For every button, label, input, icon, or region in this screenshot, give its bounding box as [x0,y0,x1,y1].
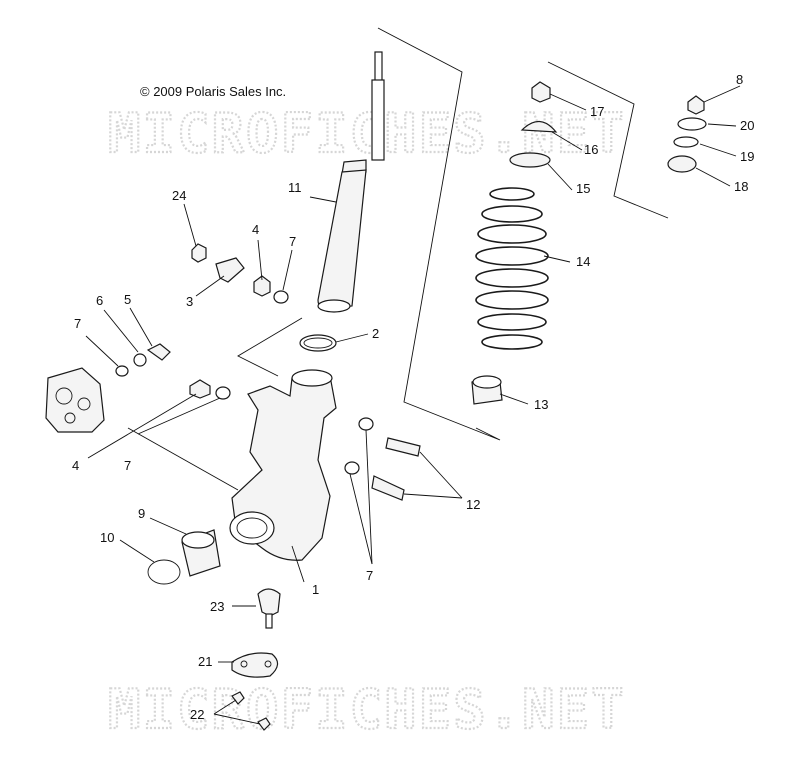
callout-4-top: 4 [252,222,259,237]
caliper-leader [127,427,239,491]
washer-20 [677,117,707,131]
lock-nut-17 [531,81,551,103]
washer-left [115,365,129,377]
banjo-bolt [146,343,171,361]
copyright-text: © 2009 Polaris Sales Inc. [140,84,286,99]
callout-17: 17 [590,104,604,119]
callout-23: 23 [210,599,224,614]
callout-13: 13 [534,397,548,412]
spring-seat-15 [509,152,551,168]
callout-2: 2 [372,326,379,341]
coil-spring [475,187,549,350]
callout-7-bottom: 7 [366,568,373,583]
callout-7-left: 7 [74,316,81,331]
bolt-upper [385,437,421,457]
callout-7-mid: 7 [124,458,131,473]
nut-8 [687,95,705,115]
knuckle-bracket [237,317,303,377]
callout-24: 24 [172,188,186,203]
top-mount-16 [520,120,558,133]
callout-12: 12 [466,497,480,512]
snap-ring [147,559,181,585]
washer-19 [673,136,699,148]
callout-7-top: 7 [289,234,296,249]
callout-3: 3 [186,294,193,309]
bolt-lower [371,475,405,501]
ball-joint [257,588,281,617]
leader-lines [85,85,741,725]
callout-4-bottom: 4 [72,458,79,473]
bushing-18 [667,155,697,173]
watermark-bottom: MICROFICHES.NET [108,678,626,741]
o-ring [299,334,337,352]
callout-21: 21 [198,654,212,669]
callout-11: 11 [288,180,302,195]
nut-24 [191,243,207,263]
callout-6: 6 [96,293,103,308]
steering-knuckle [229,369,337,561]
ball-joint-stud [265,613,273,629]
screw-lower [257,717,271,731]
callout-labels: 11 2 3 4 7 24 5 6 7 4 7 1 9 10 23 21 22 … [72,72,754,722]
bracket-3 [215,257,245,283]
callout-22: 22 [190,707,204,722]
callout-8: 8 [736,72,743,87]
callout-1: 1 [312,582,319,597]
callout-16: 16 [584,142,598,157]
washer-right-lower [344,461,360,475]
callout-14: 14 [576,254,590,269]
callout-18: 18 [734,179,748,194]
top-mount-bracket [547,61,669,219]
shock-absorber [317,51,385,313]
callout-19: 19 [740,149,754,164]
callout-10: 10 [100,530,114,545]
callout-5: 5 [124,292,131,307]
washer-mid [215,386,231,400]
callout-9: 9 [138,506,145,521]
lock-washer [133,353,147,367]
washer-right-upper [358,417,374,431]
callout-15: 15 [576,181,590,196]
ball-joint-plate [231,652,279,678]
watermark-top: MICROFICHES.NET [108,102,626,165]
washer-7 [273,290,289,304]
screw-upper [231,691,245,705]
nut-mid [189,379,211,399]
brake-caliper [45,367,105,433]
shock-assembly-bracket [377,27,501,441]
callout-20: 20 [740,118,754,133]
